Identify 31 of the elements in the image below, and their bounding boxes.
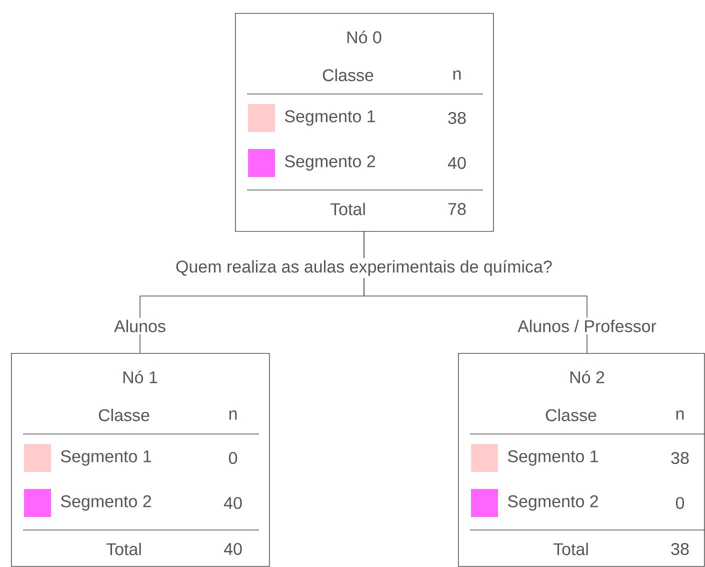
class-label: Segmento 1 <box>508 450 598 466</box>
column-header: n <box>229 410 237 420</box>
column-header: n <box>676 410 684 420</box>
count-value: 38 <box>448 112 466 124</box>
edge-label: Alunos / Professor <box>516 318 658 334</box>
count-value: 38 <box>671 542 689 556</box>
column-header: n <box>453 70 461 80</box>
count-value: 40 <box>224 496 242 510</box>
class-label: Segmento 2 <box>508 495 598 511</box>
column-header: Classe <box>546 408 596 422</box>
connector-line <box>364 230 588 354</box>
count-value: 0 <box>228 452 238 464</box>
count-value: 40 <box>224 542 242 556</box>
node-title: Nó 0 <box>347 30 382 44</box>
count-value: 38 <box>671 452 689 464</box>
count-value: 0 <box>676 496 684 510</box>
node-title: Nó 2 <box>570 370 604 384</box>
count-value: 40 <box>448 156 466 170</box>
edge-label: Alunos <box>112 318 168 334</box>
total-label: Total <box>553 542 588 556</box>
class-label: Segmento 1 <box>60 450 152 466</box>
class-label: Segmento 1 <box>284 110 376 126</box>
split-question: Quem realiza as aulas experimentais de química? <box>174 258 554 278</box>
count-value: 78 <box>448 202 466 216</box>
total-label: Total <box>106 542 141 556</box>
node-title: Nó 1 <box>123 370 158 384</box>
class-label: Segmento 2 <box>284 155 375 171</box>
class-label: Segmento 2 <box>60 495 151 511</box>
column-header: Classe <box>98 408 150 422</box>
column-header: Classe <box>322 68 374 82</box>
total-label: Total <box>330 202 365 216</box>
